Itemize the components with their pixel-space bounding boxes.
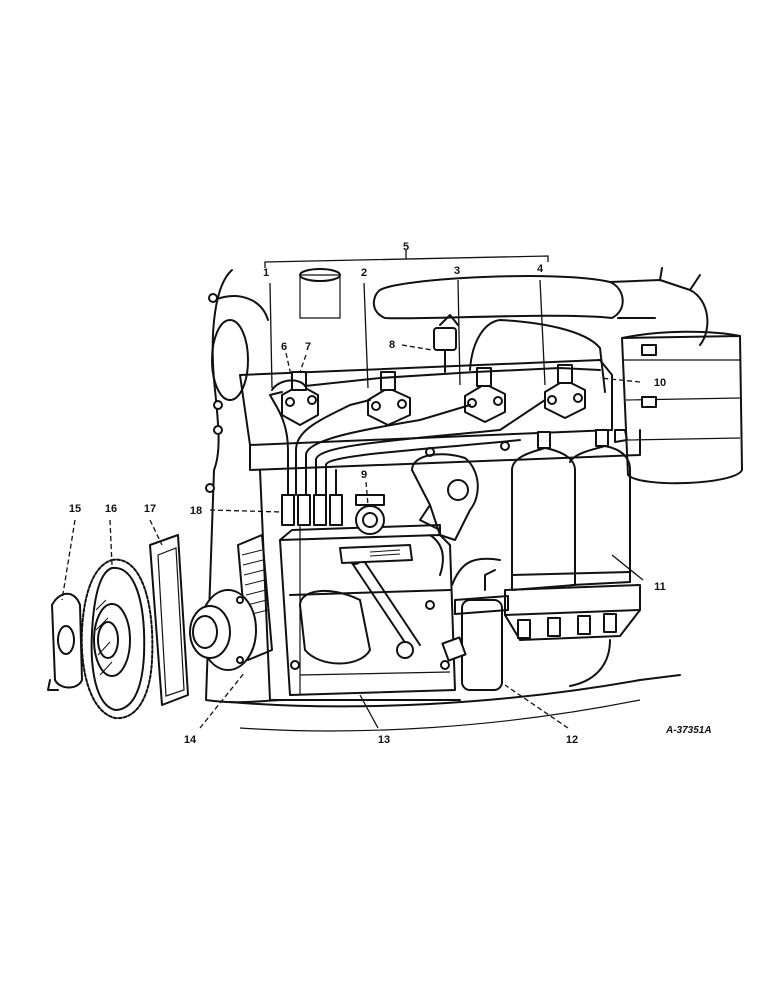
callout-2: 2 <box>361 267 367 279</box>
drive-gear <box>80 558 154 720</box>
callout-1: 1 <box>263 267 269 279</box>
drawing-code: A-37351A <box>665 725 712 736</box>
callout-8: 8 <box>389 339 395 351</box>
thrust-plate <box>47 592 83 691</box>
leader-lines <box>61 250 644 729</box>
callout-3: 3 <box>454 265 460 277</box>
callout-18: 18 <box>190 505 202 517</box>
injection-pump <box>279 494 456 696</box>
callout-16: 16 <box>105 503 117 515</box>
callout-11: 11 <box>654 581 666 593</box>
fuel-filters <box>504 429 641 641</box>
callout-7: 7 <box>305 341 311 353</box>
injector-4 <box>544 364 586 419</box>
timing-window <box>355 494 385 535</box>
callout-13: 13 <box>378 734 390 746</box>
callout-12: 12 <box>566 734 578 746</box>
callout-4: 4 <box>537 263 544 275</box>
injection-lines <box>269 391 546 496</box>
fuel-return-line <box>429 534 611 687</box>
callout-6: 6 <box>281 341 287 353</box>
callout-10: 10 <box>654 377 666 389</box>
fuel-injectors <box>281 364 586 426</box>
callout-9: 9 <box>361 469 367 481</box>
injector-1 <box>281 371 319 426</box>
air-cleaner <box>614 330 743 485</box>
injector-2 <box>367 371 411 426</box>
pump-drive-hub <box>189 589 257 671</box>
callout-14: 14 <box>184 734 197 746</box>
callout-labels: 1 2 3 4 5 6 7 8 9 10 11 12 13 14 15 16 1… <box>69 241 666 746</box>
callout-17: 17 <box>144 503 156 515</box>
leak-off-line <box>271 314 606 393</box>
primer-pump <box>411 453 479 541</box>
intake-manifold <box>299 267 709 346</box>
callout-5: 5 <box>403 241 409 253</box>
sediment-bowl <box>441 569 509 691</box>
callout-15: 15 <box>69 503 81 515</box>
gasket <box>149 534 189 706</box>
injector-3 <box>464 367 506 423</box>
